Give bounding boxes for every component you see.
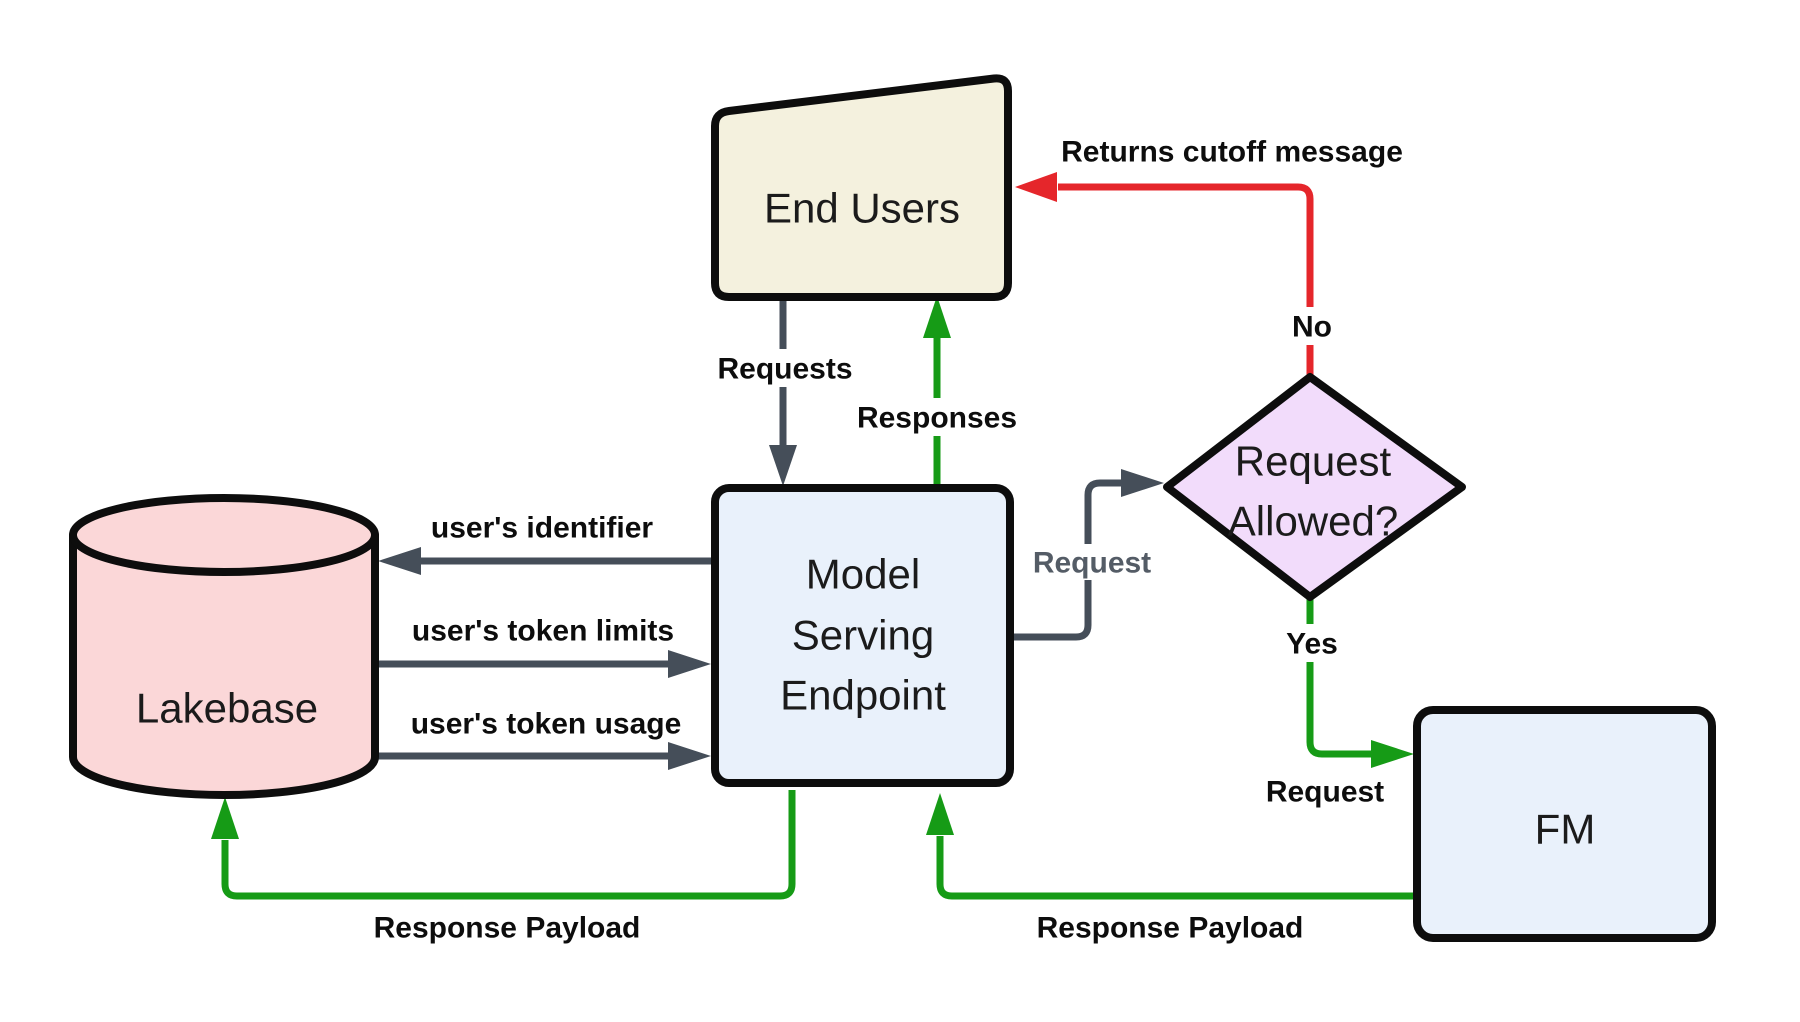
edge-label-no: No	[1292, 311, 1332, 344]
node-model-serving-endpoint-label-1: Model	[806, 551, 920, 598]
arrowhead-response-payload-right	[926, 793, 954, 835]
label-bg-requests	[707, 349, 863, 387]
edge-yes-request-to-fm	[1306, 597, 1372, 758]
label-bg-yes	[1281, 624, 1343, 662]
edge-label-backgrounds	[707, 307, 1343, 662]
label-bg-request-to-decision	[1020, 544, 1164, 580]
edge-response-payload-right	[936, 836, 1417, 900]
edge-label-users-token-usage: user's token usage	[411, 708, 682, 741]
node-fm-label: FM	[1535, 806, 1596, 853]
label-bg-responses	[843, 398, 1031, 436]
node-model-serving-endpoint-label-2: Serving	[792, 612, 934, 659]
edge-labels: Requests Responses user's identifier use…	[374, 136, 1403, 945]
edge-label-users-token-limits: user's token limits	[412, 615, 674, 648]
edge-label-request-to-decision: Request	[1033, 547, 1151, 580]
edge-label-requests: Requests	[717, 353, 852, 386]
node-lakebase-label: Lakebase	[136, 685, 318, 732]
node-model-serving-endpoint	[711, 484, 1014, 787]
edge-response-payload-left	[221, 790, 796, 900]
arrowhead-response-payload-left	[211, 797, 239, 839]
edge-label-responses: Responses	[857, 402, 1017, 435]
arrowhead-yes-request-to-fm	[1371, 740, 1414, 768]
arrowhead-returns-cutoff-message	[1015, 172, 1057, 202]
edge-label-request-to-fm: Request	[1266, 776, 1384, 809]
node-lakebase-body	[69, 531, 379, 799]
edge-label-returns-cutoff-message: Returns cutoff message	[1061, 136, 1403, 169]
arrowhead-users-token-usage	[668, 742, 711, 770]
nodes: End Users Lakebase Model Serving Endpoin…	[69, 74, 1716, 942]
arrowhead-requests	[769, 445, 797, 486]
node-model-serving-endpoint-label-3: Endpoint	[780, 672, 946, 719]
node-request-allowed-label-2: Allowed?	[1228, 498, 1398, 545]
arrowhead-responses	[923, 296, 951, 338]
node-lakebase-top	[69, 494, 379, 576]
node-end-users-label: End Users	[764, 185, 960, 232]
node-request-allowed-label-1: Request	[1235, 438, 1392, 485]
node-fm	[1413, 706, 1716, 942]
node-request-allowed	[1163, 373, 1466, 601]
edge-label-response-payload-right: Response Payload	[1037, 912, 1304, 945]
edge-returns-cutoff-message	[1058, 183, 1314, 377]
node-end-users	[711, 74, 1012, 301]
edge-label-users-identifier: user's identifier	[431, 512, 654, 545]
arrowhead-request-to-decision	[1121, 469, 1164, 497]
edge-label-response-payload-left: Response Payload	[374, 912, 641, 945]
edges	[211, 172, 1417, 900]
edge-label-yes: Yes	[1286, 628, 1338, 661]
arrowhead-users-identifier	[378, 547, 421, 575]
label-bg-no	[1283, 307, 1341, 345]
arrowhead-users-token-limits	[668, 650, 711, 678]
